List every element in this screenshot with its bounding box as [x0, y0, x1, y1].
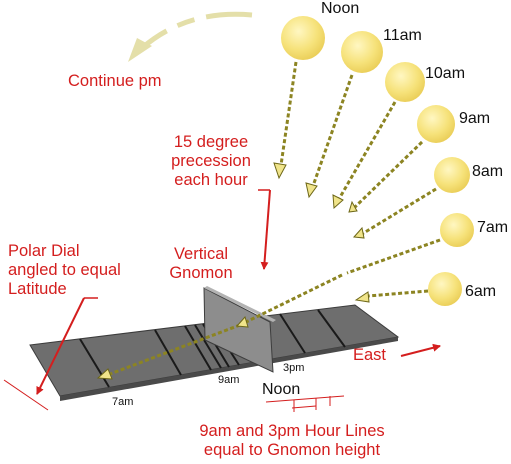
- precession-line-2: precession: [171, 151, 251, 170]
- hour-lines-line-2: equal to Gnomon height: [203, 440, 381, 459]
- sun-label-7am: 7am: [477, 219, 509, 236]
- vertical-gnomon-line-1: Vertical: [173, 245, 229, 263]
- sun-label-10am: 10am: [425, 65, 466, 82]
- sun-label-6am: 6am: [465, 283, 497, 300]
- polar-dial-label: Polar Dial angled to equal Latitude: [8, 242, 121, 299]
- continue-pm-arrowhead: [128, 38, 152, 62]
- vertical-gnomon-label: Vertical Gnomon: [162, 245, 240, 283]
- sun-8am: [434, 157, 470, 193]
- sun-label-9am: 9am: [459, 110, 491, 127]
- ray-arrowheads: [96, 162, 370, 380]
- dial-label-9am: 9am: [218, 374, 240, 386]
- polar-dial-line-1: Polar Dial: [8, 242, 80, 260]
- sun-rays: [109, 61, 441, 376]
- polar-dial-edge: [60, 337, 398, 401]
- sun-label-11am: 11am: [383, 27, 422, 44]
- precession-line-3: each hour: [174, 170, 248, 189]
- vertical-gnomon-line-2: Gnomon: [169, 263, 233, 282]
- sun-7am: [440, 213, 474, 247]
- polar-dial-line-3: Latitude: [8, 279, 67, 298]
- gnomon-shadow-edge: [204, 286, 276, 322]
- precession-label: 15 degree precession each hour: [152, 133, 270, 190]
- polar-dial-pointer: [36, 297, 85, 395]
- hour-lines-line-1: 9am and 3pm Hour Lines: [199, 422, 385, 440]
- continue-pm-arc: [140, 11, 253, 50]
- sun-11am: [341, 31, 383, 73]
- vertical-gnomon: [203, 287, 274, 373]
- sun-6am: [428, 272, 462, 306]
- east-label: East: [353, 346, 387, 364]
- precession-pointer: [260, 189, 271, 270]
- dial-baseline: [3, 379, 49, 411]
- sun-label-8am: 8am: [472, 163, 504, 180]
- precession-line-1: 15 degree: [173, 133, 249, 151]
- sun-noon: [281, 16, 325, 60]
- east-arrow: [400, 343, 441, 357]
- dial-label-noon: Noon: [262, 381, 301, 398]
- hour-line-dimensions: [265, 395, 345, 412]
- hour-lines-label: 9am and 3pm Hour Lines equal to Gnomon h…: [176, 422, 408, 460]
- sun-9am: [417, 105, 455, 143]
- sun-10am: [385, 62, 425, 102]
- continue-pm-label: Continue pm: [68, 72, 162, 90]
- sun-label-noon: Noon: [321, 0, 360, 17]
- dial-label-7am: 7am: [112, 396, 134, 408]
- polar-dial-line-2: angled to equal: [8, 260, 121, 279]
- dial-label-3pm: 3pm: [283, 362, 305, 374]
